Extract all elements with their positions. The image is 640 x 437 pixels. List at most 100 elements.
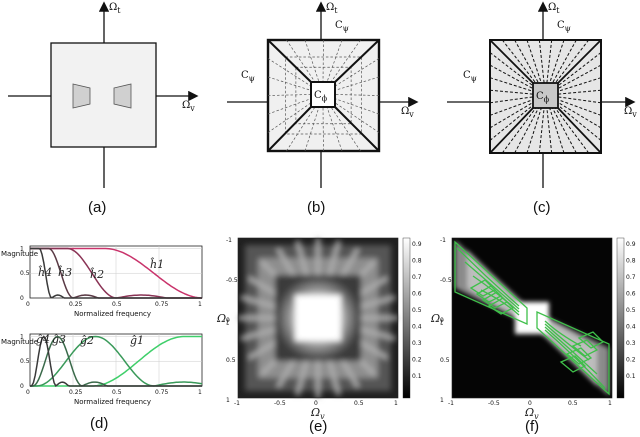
dash-line [489, 99, 534, 116]
svg-text:Ωv: Ωv [624, 106, 637, 119]
x-tick-label: 0.5 [354, 400, 364, 407]
colorbar-tick: 0.6 [626, 291, 636, 298]
dashed-partitions [489, 39, 602, 154]
dash-line [557, 52, 602, 87]
colorbar-tick: 0.2 [626, 357, 636, 364]
ray [356, 326, 396, 341]
dash-line [514, 107, 539, 154]
dash-line [304, 106, 320, 152]
top-label: C [335, 20, 343, 31]
omega-t-label: Ω [326, 2, 334, 13]
dash-line [514, 39, 539, 84]
dash-line [557, 96, 602, 104]
colorbar-tick: 0.1 [412, 373, 422, 380]
x-tick-label: 0.5 [112, 389, 122, 396]
center-label: C [536, 91, 544, 102]
h-curve [30, 247, 202, 299]
colorbar-tick: 0.4 [412, 324, 422, 331]
g-curve [30, 335, 202, 387]
panel-b: Cϕ Cψ Cψ Ωt Ωv (b) [227, 1, 419, 216]
dash-line [501, 107, 537, 154]
contour [544, 329, 606, 389]
y-tick-label: 0.5 [440, 357, 450, 364]
ray [356, 295, 396, 310]
dash-line [549, 107, 565, 154]
contour-outline [536, 310, 610, 396]
caption-f: (f) [525, 418, 539, 435]
dash-line [489, 64, 534, 89]
xlabel-top: Normalized frequency [74, 310, 151, 318]
colorbar-tick: 0.6 [412, 291, 422, 298]
svg-text:Cψ: Cψ [463, 70, 477, 83]
contour [544, 320, 582, 347]
y-tick-label: 0.5 [20, 270, 30, 277]
x-tick-label: 0.75 [155, 389, 169, 396]
contour [544, 323, 590, 361]
x-tick-label: 1 [608, 400, 612, 407]
dash-line [557, 99, 602, 116]
contour [472, 275, 520, 313]
green-contours [454, 240, 610, 396]
colorbar-tick: 0.9 [626, 241, 636, 248]
g-curve [29, 335, 202, 388]
dash-line [489, 77, 534, 92]
y-tick-label: 1 [226, 397, 230, 404]
contour [480, 289, 520, 316]
xlabel-f: Ωv [524, 406, 539, 421]
h-label: ĥ3 [58, 265, 72, 279]
dash-line [334, 94, 380, 96]
dash-line [557, 89, 602, 95]
ylabel-top: Magnitude [1, 250, 38, 258]
colorbar-tick: 0.5 [412, 307, 422, 314]
colorbar-e [402, 237, 411, 399]
colorbar-tick: 0.8 [626, 258, 636, 265]
x-tick-label: 0 [314, 400, 318, 407]
dash-line [526, 107, 542, 154]
dash-line [538, 107, 545, 154]
ray [326, 356, 341, 396]
dash-line [489, 102, 534, 129]
caption-e: (e) [309, 418, 327, 435]
x-tick-label: -1 [234, 400, 240, 407]
center-label: C [314, 90, 322, 101]
x-tick-label: -1 [448, 400, 454, 407]
colorbar-tick: 0.1 [626, 373, 636, 380]
dash-line [546, 39, 553, 84]
dash-line [326, 106, 343, 152]
left-label: C [463, 70, 471, 81]
colorbar-tick: 0.9 [412, 241, 422, 248]
y-tick-label: 0 [226, 317, 230, 324]
svg-text:Ωt: Ωt [548, 2, 560, 15]
y-tick-label: 1 [20, 333, 24, 340]
g-label: ĝ2 [80, 334, 94, 347]
h-label: ĥ4 [38, 265, 52, 279]
dash-line [557, 104, 602, 141]
ray [240, 326, 280, 341]
dash-line [334, 76, 380, 91]
ylabel-e: Ωt [216, 312, 230, 327]
x-tick-label: 0.25 [69, 389, 83, 396]
dash-line [538, 39, 545, 84]
colorbar-tick: 0.8 [412, 258, 422, 265]
y-tick-label: 1 [20, 245, 24, 252]
x-tick-label: 0.75 [155, 301, 169, 308]
x-tick-label: -0.5 [488, 400, 500, 407]
xlabel-bottom: Normalized frequency [74, 398, 151, 406]
colorbar-tick: 0.2 [412, 357, 422, 364]
x-tick-label: 0.5 [112, 301, 122, 308]
x-tick-label: 0 [528, 400, 532, 407]
contour-cell [571, 339, 599, 357]
ray [326, 240, 341, 280]
y-tick-label: 0 [440, 317, 444, 324]
g-label: ĝ4 [36, 333, 50, 346]
dash-line [546, 107, 553, 154]
y-tick-label: -1 [226, 237, 232, 244]
ray [295, 356, 310, 396]
dash-line [549, 39, 565, 84]
dash-line [322, 106, 324, 152]
omega-v-label: Ω [624, 106, 632, 117]
omega-v-label: Ω [401, 106, 409, 117]
ylabel-f: Ωt [430, 312, 444, 327]
dash-line [489, 104, 534, 141]
